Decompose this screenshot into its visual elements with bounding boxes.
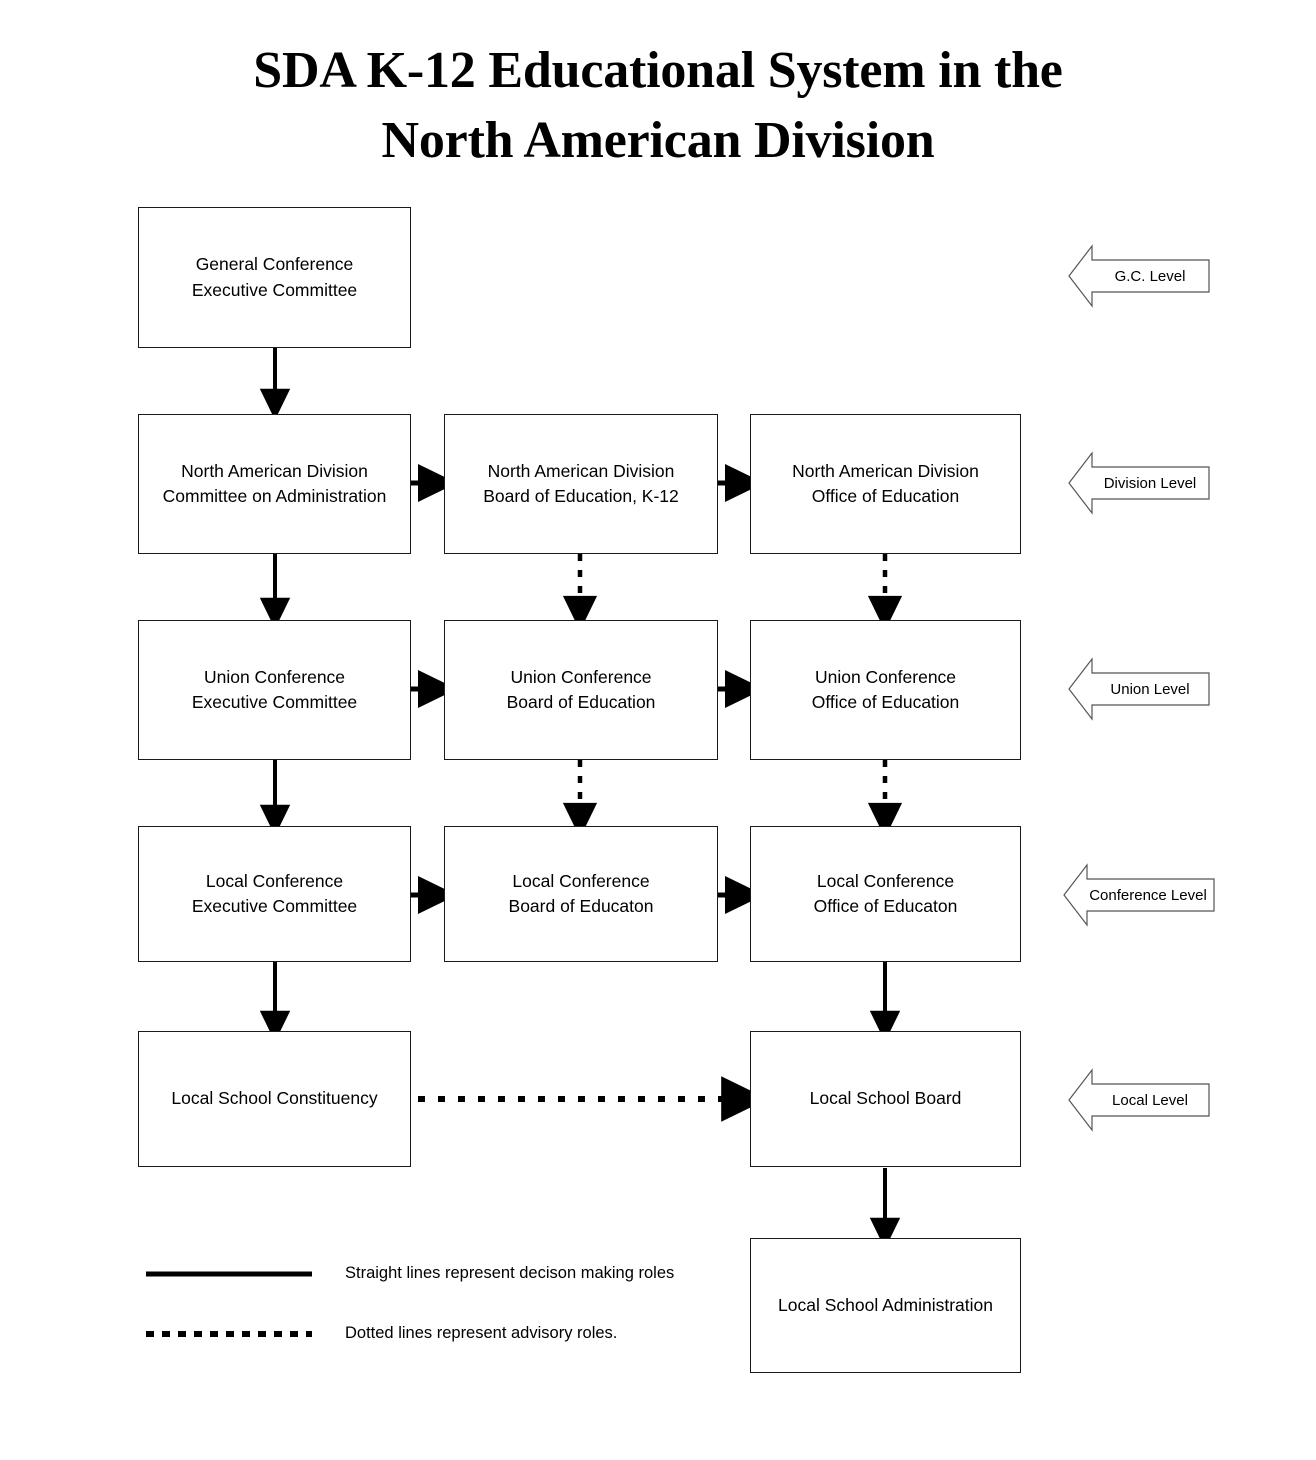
left-arrow-shape	[1068, 657, 1210, 721]
node-local-school-board[interactable]: Local School Board	[750, 1031, 1021, 1167]
title-line-1: SDA K-12 Educational System in the	[253, 42, 1063, 99]
legend-dotted-label: Dotted lines represent advisory roles.	[345, 1324, 618, 1342]
left-arrow-shape	[1068, 451, 1210, 515]
node-label: Union Conference Board of Education	[506, 666, 656, 712]
left-arrow-shape	[1068, 1068, 1210, 1132]
left-arrow-shape	[1068, 244, 1210, 308]
node-union-conference-office-of-education[interactable]: Union Conference Office of Education	[750, 620, 1021, 760]
legend-item-solid: Straight lines represent decison making …	[144, 1262, 844, 1286]
node-label: Union Conference Office of Education	[811, 666, 960, 712]
node-nad-board-of-education-k12[interactable]: North American Division Board of Educati…	[444, 414, 718, 554]
node-local-school-administration[interactable]: Local School Administration	[750, 1238, 1021, 1373]
page-title: SDA K-12 Educational System in the North…	[0, 36, 1316, 175]
left-arrow-shape	[1063, 863, 1215, 927]
legend-solid-label: Straight lines represent decison making …	[345, 1264, 675, 1282]
node-union-conference-board-of-education[interactable]: Union Conference Board of Education	[444, 620, 718, 760]
legend-item-dotted: Dotted lines represent advisory roles.	[144, 1322, 844, 1346]
node-label: General Conference Executive Committee	[191, 254, 358, 300]
solid-line-swatch	[146, 1271, 312, 1277]
node-label: Local School Constituency	[171, 1088, 378, 1109]
node-label: North American Division Board of Educati…	[483, 460, 679, 506]
level-label: Union Level	[1110, 680, 1190, 698]
level-label: Conference Level	[1089, 886, 1207, 904]
node-label: Local School Board	[809, 1088, 962, 1109]
node-local-school-constituency[interactable]: Local School Constituency	[138, 1031, 411, 1167]
level-callout-conference: Conference Level	[1063, 862, 1215, 928]
level-callout-local: Local Level	[1068, 1067, 1210, 1133]
level-callout-division: Division Level	[1068, 450, 1210, 516]
title-line-2: North American Division	[381, 111, 935, 169]
node-nad-office-of-education[interactable]: North American Division Office of Educat…	[750, 414, 1021, 554]
node-label: Local School Administration	[778, 1294, 993, 1315]
level-callout-union: Union Level	[1068, 656, 1210, 722]
level-label: Division Level	[1103, 474, 1197, 492]
level-label: Local Level	[1112, 1091, 1188, 1109]
node-local-conference-board-of-education[interactable]: Local Conference Board of Educaton	[444, 826, 718, 962]
node-local-conference-office-of-education[interactable]: Local Conference Office of Educaton	[750, 826, 1021, 962]
node-nad-committee-on-administration[interactable]: North American Division Committee on Adm…	[138, 414, 411, 554]
node-label: North American Division Committee on Adm…	[162, 460, 387, 506]
node-label: North American Division Office of Educat…	[792, 460, 979, 506]
level-callout-gc: G.C. Level	[1068, 243, 1210, 309]
node-label: Local Conference Executive Committee	[191, 870, 358, 916]
node-label: Local Conference Board of Educaton	[508, 870, 654, 916]
level-label: G.C. Level	[1114, 267, 1186, 285]
node-local-conference-executive-committee[interactable]: Local Conference Executive Committee	[138, 826, 411, 962]
node-label: Local Conference Office of Educaton	[813, 870, 958, 916]
node-union-conference-executive-committee[interactable]: Union Conference Executive Committee	[138, 620, 411, 760]
dotted-line-swatch	[146, 1331, 312, 1337]
node-general-conference-executive-committee[interactable]: General Conference Executive Committee	[138, 207, 411, 348]
node-label: Union Conference Executive Committee	[191, 666, 358, 712]
